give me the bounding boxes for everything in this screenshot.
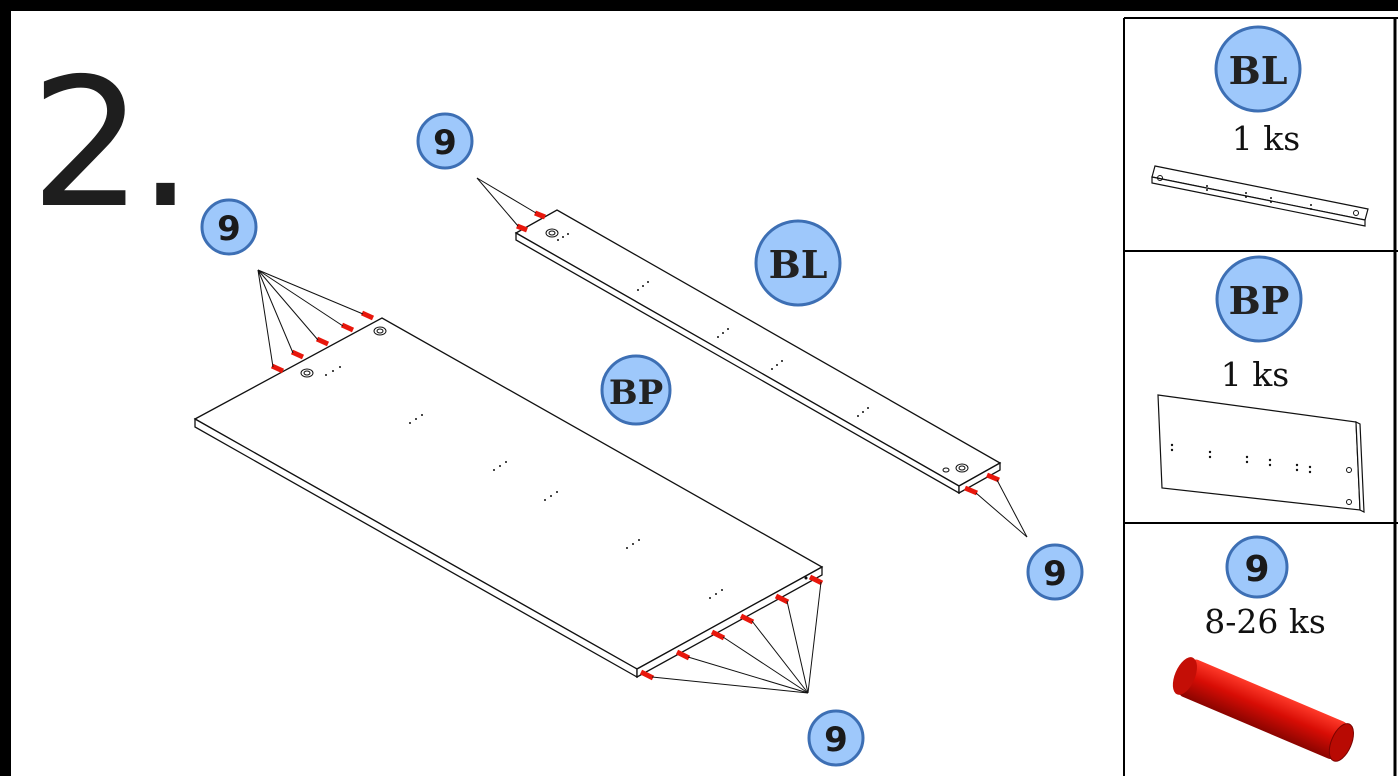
badge-dowel-label: 9 (824, 720, 848, 760)
badge-bp-label: BP (609, 373, 663, 413)
badge-dowel-label: 9 (1043, 554, 1067, 594)
badge-side-panel-bl: BL (754, 219, 842, 307)
step-number: 2. (30, 40, 194, 247)
parts-list-item-bl: BL 1 ks (1151, 25, 1369, 227)
parts-list-code: BL (1229, 48, 1288, 93)
badge-dowel-bottom-center: 9 (807, 709, 865, 767)
bp-thumbnail (1157, 394, 1365, 513)
badge-dowel-top-middle: 9 (416, 112, 474, 170)
badge-dowel-label: 9 (433, 123, 457, 163)
parts-list-qty: 8-26 ks (1204, 602, 1326, 641)
parts-list-code: 9 (1244, 549, 1269, 590)
badge-back-panel-bp: BP (600, 354, 672, 426)
parts-list-qty: 1 ks (1232, 119, 1300, 158)
badge-dowel-label: 9 (217, 209, 241, 249)
parts-list-code: BP (1229, 278, 1290, 323)
badge-dowel-top-left: 9 (200, 198, 258, 256)
parts-list-item-bp: BP 1 ks (1157, 255, 1365, 513)
badge-dowel-bottom-right: 9 (1026, 543, 1084, 601)
parts-list-item-dowel: 9 8-26 ks (1172, 535, 1354, 762)
dowel-thumbnail (1172, 657, 1354, 762)
parts-list-frame (1123, 17, 1398, 776)
badge-bl-label: BL (769, 242, 828, 287)
side-panel-bl-drawing (476, 177, 1028, 538)
bl-thumbnail (1151, 165, 1369, 227)
back-panel-bp-drawing (193, 269, 824, 694)
parts-list-qty: 1 ks (1221, 355, 1289, 394)
